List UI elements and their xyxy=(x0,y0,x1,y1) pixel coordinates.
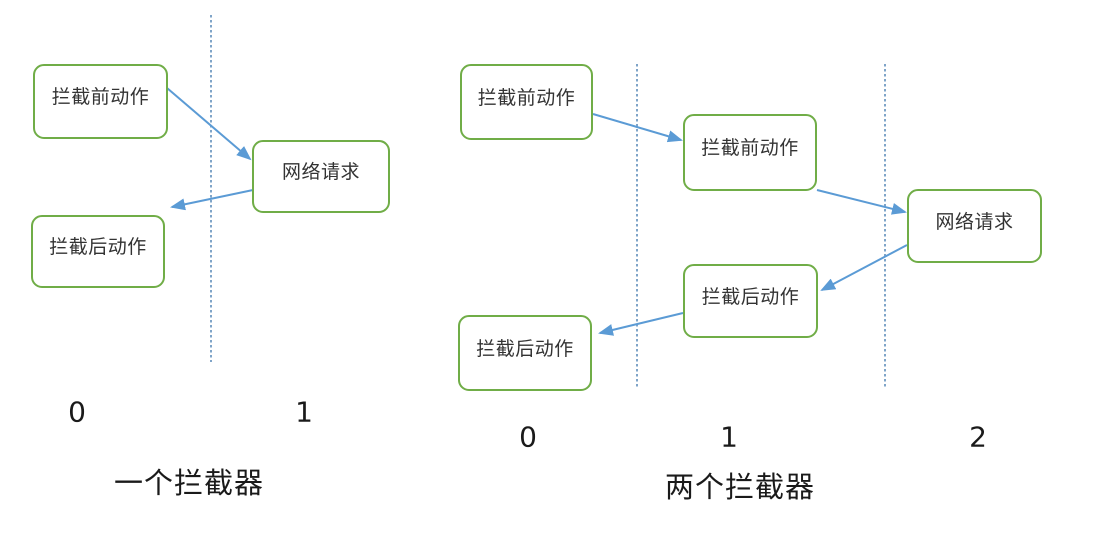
arrow-pre2-to-request xyxy=(816,189,907,215)
arrow-request-to-post2 xyxy=(820,244,908,291)
node-network-request: 网络请求 xyxy=(907,189,1042,263)
node-label: 网络请求 xyxy=(935,210,1014,233)
arrow-post2-to-post1 xyxy=(598,312,684,336)
arrow-pre1-to-pre2 xyxy=(592,113,683,143)
node-label: 拦截后动作 xyxy=(49,236,147,258)
lane-index-2: 2 xyxy=(969,420,987,454)
node-post-action-2: 拦截后动作 xyxy=(683,264,818,338)
node-pre-action-2: 拦截前动作 xyxy=(683,114,817,191)
node-label: 拦截后动作 xyxy=(701,285,800,308)
diagram-title-one-interceptor: 一个拦截器 xyxy=(113,466,265,500)
lane-index-1: 1 xyxy=(720,420,738,454)
lane-index-1: 1 xyxy=(295,395,313,429)
arrow-pre-to-request-left xyxy=(166,87,252,161)
diagram-title-two-interceptors: 两个拦截器 xyxy=(664,470,816,504)
node-post-action: 拦截后动作 xyxy=(31,215,165,288)
node-label: 拦截后动作 xyxy=(476,337,574,360)
node-label: 网络请求 xyxy=(281,161,360,183)
node-pre-action: 拦截前动作 xyxy=(33,64,168,139)
node-label: 拦截前动作 xyxy=(51,86,150,108)
node-network-request: 网络请求 xyxy=(252,140,390,213)
node-label: 拦截前动作 xyxy=(701,137,799,159)
node-label: 拦截前动作 xyxy=(477,86,576,109)
lane-index-0: 0 xyxy=(68,395,86,429)
node-post-action-1: 拦截后动作 xyxy=(458,315,592,391)
arrow-request-to-post-left xyxy=(170,189,254,211)
lane-index-0: 0 xyxy=(519,420,537,454)
node-pre-action-1: 拦截前动作 xyxy=(460,64,593,140)
